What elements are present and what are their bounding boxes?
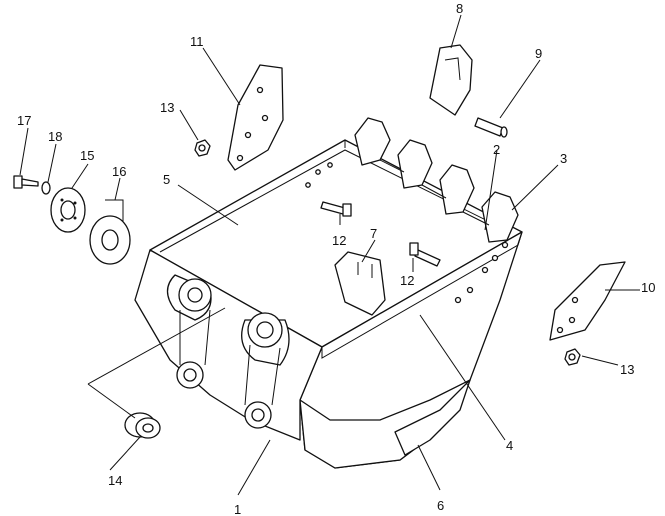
side-cutter-left: [227, 64, 284, 171]
tooth-point: [429, 44, 473, 116]
leader-lines: [19, 14, 640, 496]
label-1: 1: [234, 502, 241, 516]
wear-plate: [394, 379, 471, 456]
label-8: 8: [456, 1, 463, 16]
label-7: 7: [370, 226, 377, 241]
tooth-1: [354, 117, 391, 166]
label-10: 10: [641, 280, 655, 295]
label-12-upper: 12: [332, 233, 346, 248]
side-cutter-right: [549, 261, 626, 341]
washer: [41, 181, 51, 195]
label-16: 16: [112, 164, 126, 179]
bolt-side: [13, 175, 39, 189]
bolt-upper: [320, 201, 352, 217]
label-5: 5: [163, 172, 170, 187]
label-13-left: 13: [160, 100, 174, 115]
label-12-lower: 12: [400, 273, 414, 288]
bolt-lower: [409, 242, 441, 267]
label-9: 9: [535, 46, 542, 61]
shim: [89, 199, 131, 265]
label-13-right: 13: [620, 362, 634, 377]
label-18: 18: [48, 129, 62, 144]
label-3: 3: [560, 151, 567, 166]
bushing: [124, 412, 161, 439]
tooth-4: [481, 191, 519, 243]
label-14: 14: [108, 473, 122, 488]
label-15: 15: [80, 148, 94, 163]
teeth-row: [354, 117, 519, 243]
label-17: 17: [17, 113, 31, 128]
bucket-body: [134, 139, 523, 469]
hub: [50, 187, 86, 233]
pin: [474, 117, 508, 138]
label-6: 6: [437, 498, 444, 513]
label-2: 2: [493, 142, 500, 157]
part-labels: 1 2 3 4 5 6 7 8 9 10 11 12 12 13 13 14 1…: [17, 1, 655, 516]
label-4: 4: [506, 438, 513, 453]
label-11: 11: [190, 34, 204, 49]
tooth-3: [439, 164, 475, 215]
tooth-2: [397, 139, 433, 189]
